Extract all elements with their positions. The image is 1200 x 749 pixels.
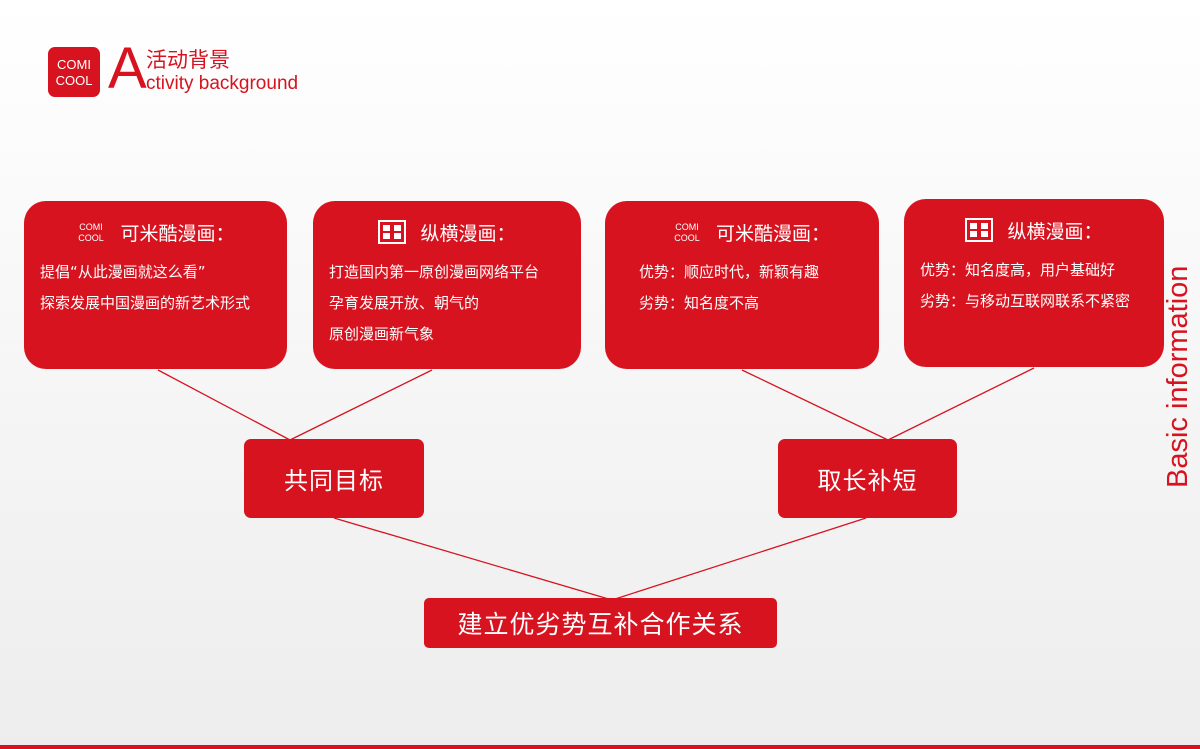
card-header: 纵横漫画： xyxy=(920,215,1148,245)
comicool-logo-icon: COMI COOL xyxy=(674,222,700,243)
card-title: 纵横漫画： xyxy=(1007,220,1103,243)
icon-text-top: COMI xyxy=(675,222,699,232)
comicool-logo-icon: COMI COOL xyxy=(79,222,105,243)
card-line: 劣势：知名度不高 xyxy=(639,294,760,312)
card-zongheng-intro: 纵横漫画： 打造国内第一原创漫画网络平台 孕育发展开放、朝气的 原创漫画新气象 xyxy=(313,201,581,369)
page-subtitle: ctivity background xyxy=(146,73,299,94)
card-line: 提倡“从此漫画就这么看” xyxy=(40,263,206,281)
card-title: 纵横漫画： xyxy=(420,222,516,245)
comicool-logo-icon: COMI COOL xyxy=(56,57,93,88)
icon-text-bottom: COOL xyxy=(79,233,105,243)
connector-card4-complement xyxy=(887,367,1035,441)
card-line: 探索发展中国漫画的新艺术形式 xyxy=(40,294,251,312)
title-initial-letter: A xyxy=(108,36,147,101)
card-line: 劣势：与移动互联网联系不紧密 xyxy=(920,292,1131,310)
card-title: 可米酷漫画： xyxy=(715,222,830,245)
side-title: Basic information xyxy=(1162,265,1194,488)
complement-box: 取长补短 xyxy=(778,439,957,518)
zongheng-logo-icon xyxy=(378,220,407,244)
connector-card2-goal xyxy=(289,369,433,441)
card-line: 原创漫画新气象 xyxy=(329,325,435,343)
zongheng-logo-icon xyxy=(965,218,994,242)
icon-text-bottom: COOL xyxy=(674,233,700,243)
card-header: COMI COOL 可米酷漫画： xyxy=(639,217,863,247)
card-header: COMI COOL 可米酷漫画： xyxy=(40,217,271,247)
connector-complement-bottom xyxy=(611,517,867,601)
logo-text-top: COMI xyxy=(57,57,91,72)
connector-card1-goal xyxy=(157,369,291,441)
card-line: 优势：知名度高，用户基础好 xyxy=(920,261,1116,279)
connector-goal-bottom xyxy=(333,517,613,601)
page-title: 活动背景 xyxy=(146,48,230,72)
card-line: 优势：顺应时代，新颖有趣 xyxy=(639,263,820,281)
comicool-logo: COMI COOL xyxy=(48,47,100,97)
card-header: 纵横漫画： xyxy=(329,217,565,247)
common-goal-box: 共同目标 xyxy=(244,439,424,518)
card-line: 孕育发展开放、朝气的 xyxy=(329,294,480,312)
icon-text-top: COMI xyxy=(80,222,104,232)
partnership-box: 建立优劣势互补合作关系 xyxy=(424,598,777,648)
bottom-accent-bar xyxy=(0,745,1200,749)
logo-text-bottom: COOL xyxy=(56,73,93,88)
card-comicool-intro: COMI COOL 可米酷漫画： 提倡“从此漫画就这么看” 探索发展中国漫画的新… xyxy=(24,201,287,369)
card-comicool-swot: COMI COOL 可米酷漫画： 优势：顺应时代，新颖有趣 劣势：知名度不高 xyxy=(605,201,879,369)
card-line: 打造国内第一原创漫画网络平台 xyxy=(329,263,540,281)
card-title: 可米酷漫画： xyxy=(120,222,235,245)
card-zongheng-swot: 纵横漫画： 优势：知名度高，用户基础好 劣势：与移动互联网联系不紧密 xyxy=(904,199,1164,367)
connector-card3-complement xyxy=(741,369,889,441)
